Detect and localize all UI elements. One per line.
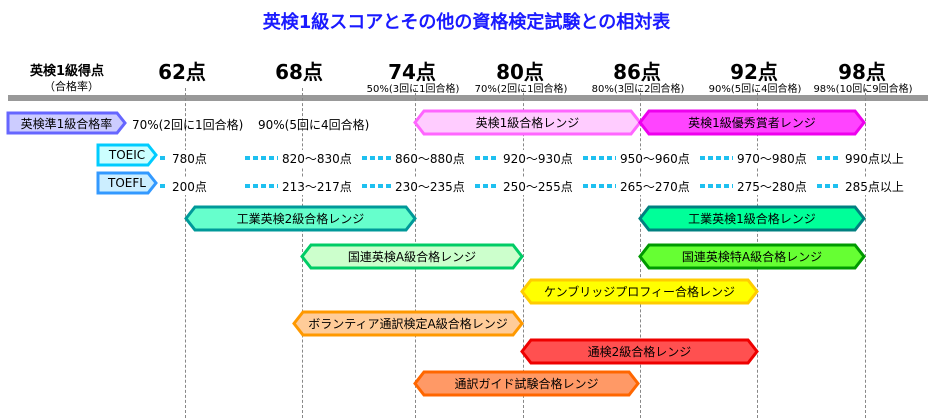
toefl-score: 250〜255点 bbox=[501, 178, 575, 195]
range-shape bbox=[638, 243, 866, 270]
range-shape bbox=[638, 205, 866, 232]
gridline bbox=[302, 88, 303, 418]
toeic-score: 950〜960点 bbox=[618, 150, 692, 167]
toefl-score: 200点 bbox=[170, 178, 209, 195]
range-shape bbox=[413, 109, 642, 136]
range-shape bbox=[300, 243, 524, 270]
range-bar: 国連英検特A級合格レンジ bbox=[638, 243, 866, 270]
range-bar: 工業英検1級合格レンジ bbox=[638, 205, 866, 232]
range-bar: 通訳ガイド試験合格レンジ bbox=[413, 370, 640, 397]
range-shape bbox=[184, 205, 417, 232]
range-shape bbox=[520, 278, 759, 305]
toeic-dotted-connector bbox=[583, 156, 616, 160]
header-rule bbox=[8, 95, 928, 101]
range-label: 英検準1級合格率 bbox=[20, 116, 113, 131]
toeic-score: 990点以上 bbox=[843, 150, 906, 167]
toeic-score: 970〜980点 bbox=[735, 150, 809, 167]
jun1-label: 英検準1級合格率 bbox=[6, 111, 127, 135]
rate-label: 70%(2回に1回合格) bbox=[474, 84, 568, 95]
toeic-dotted-connector bbox=[362, 156, 391, 160]
jun1-rate: 70%(2回に1回合格) bbox=[132, 118, 244, 132]
toefl-dotted-connector bbox=[817, 184, 841, 188]
range-label: 英検1級優秀賞者レンジ bbox=[688, 116, 816, 130]
score-label: 86点 bbox=[613, 60, 661, 84]
range-bar: 国連英検A級合格レンジ bbox=[300, 243, 524, 270]
toefl-score: 285点以上 bbox=[843, 178, 906, 195]
range-label: 英検1級合格レンジ bbox=[475, 116, 580, 130]
rate-label: 98%(10回に9回合格) bbox=[813, 84, 913, 95]
toefl-score: 265〜270点 bbox=[618, 178, 692, 195]
range-shape bbox=[96, 171, 158, 195]
range-label: 国連英検A級合格レンジ bbox=[347, 250, 477, 264]
range-bar: 英検1級優秀賞者レンジ bbox=[638, 109, 866, 136]
range-bar: 通検2級合格レンジ bbox=[520, 338, 759, 365]
range-label: 通訳ガイド試験合格レンジ bbox=[454, 377, 599, 391]
score-label: 80点 bbox=[496, 60, 544, 84]
toeic-label: TOEIC bbox=[96, 143, 158, 167]
range-shape bbox=[6, 111, 127, 135]
toeic-score: 780点 bbox=[170, 150, 209, 167]
range-label: ボランティア通訳検定A級合格レンジ bbox=[308, 317, 508, 331]
rate-label: 50%(3回に1回合格) bbox=[366, 84, 460, 95]
toefl-dotted-connector bbox=[475, 184, 499, 188]
range-label: 工業英検2級合格レンジ bbox=[236, 212, 365, 226]
score-label: 98点 bbox=[838, 60, 886, 84]
range-shape bbox=[96, 143, 158, 167]
range-label: TOEIC bbox=[108, 148, 146, 162]
toefl-score: 275〜280点 bbox=[735, 178, 809, 195]
toeic-dotted-connector bbox=[700, 156, 733, 160]
score-label: 62点 bbox=[158, 60, 206, 84]
range-bar: 工業英検2級合格レンジ bbox=[184, 205, 417, 232]
toeic-dotted-connector bbox=[160, 156, 166, 160]
score-label: 74点 bbox=[388, 60, 436, 84]
toeic-score: 820〜830点 bbox=[280, 150, 354, 167]
range-bar: 英検1級合格レンジ bbox=[413, 109, 642, 136]
toefl-dotted-connector bbox=[700, 184, 733, 188]
jun1-rate: 90%(5回に4回合格) bbox=[258, 118, 370, 132]
range-label: 工業英検1級合格レンジ bbox=[688, 212, 816, 226]
range-shape bbox=[638, 109, 866, 136]
range-shape bbox=[292, 310, 524, 337]
toefl-score: 230〜235点 bbox=[393, 178, 467, 195]
gridline bbox=[865, 88, 866, 418]
axis-label: 英検1級得点 bbox=[30, 64, 105, 79]
axis-sublabel: （合格率） bbox=[44, 80, 99, 93]
toefl-label: TOEFL bbox=[96, 171, 158, 195]
gridline bbox=[185, 88, 186, 418]
toefl-dotted-connector bbox=[160, 184, 166, 188]
score-label: 92点 bbox=[730, 60, 778, 84]
range-label: 通検2級合格レンジ bbox=[587, 345, 692, 359]
range-bar: ケンブリッジプロフィー合格レンジ bbox=[520, 278, 759, 305]
range-shape bbox=[520, 338, 759, 365]
gridline bbox=[523, 88, 524, 418]
toeic-score: 860〜880点 bbox=[393, 150, 467, 167]
toefl-dotted-connector bbox=[583, 184, 616, 188]
range-shape bbox=[413, 370, 640, 397]
range-label: 国連英検特A級合格レンジ bbox=[681, 250, 823, 264]
toeic-score: 920〜930点 bbox=[501, 150, 575, 167]
rate-label: 80%(3回に2回合格) bbox=[591, 84, 685, 95]
page-title: 英検1級スコアとその他の資格検定試験との相対表 bbox=[262, 12, 671, 33]
toeic-dotted-connector bbox=[475, 156, 499, 160]
score-label: 68点 bbox=[275, 60, 323, 84]
toeic-dotted-connector bbox=[817, 156, 841, 160]
range-label: ケンブリッジプロフィー合格レンジ bbox=[543, 285, 736, 299]
toeic-dotted-connector bbox=[245, 156, 278, 160]
toefl-dotted-connector bbox=[362, 184, 391, 188]
range-bar: ボランティア通訳検定A級合格レンジ bbox=[292, 310, 524, 337]
toefl-score: 213〜217点 bbox=[280, 178, 354, 195]
rate-label: 90%(5回に4回合格) bbox=[708, 84, 802, 95]
gridline bbox=[640, 88, 641, 418]
range-label: TOEFL bbox=[108, 176, 146, 190]
toefl-dotted-connector bbox=[245, 184, 278, 188]
